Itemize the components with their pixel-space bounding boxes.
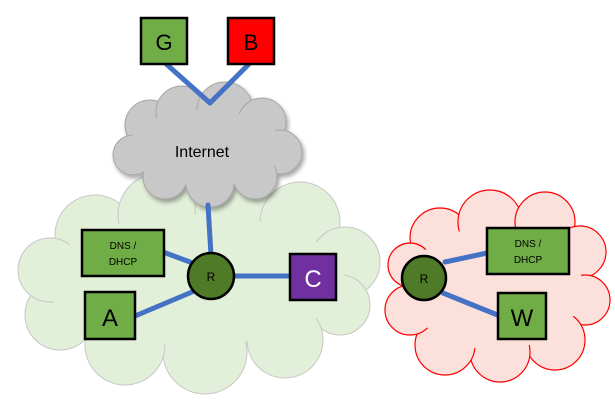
router-left[interactable]: R bbox=[186, 251, 236, 301]
node-c-box bbox=[288, 252, 338, 302]
link-a-router bbox=[132, 289, 195, 319]
dns-left-box bbox=[80, 228, 166, 278]
node-g-box bbox=[139, 16, 189, 66]
dns-left-line2: DHCP bbox=[109, 257, 138, 268]
link-b-internet bbox=[207, 59, 254, 106]
link-dns-router-left bbox=[160, 249, 193, 265]
link-router-w bbox=[440, 290, 503, 319]
link-g-internet bbox=[161, 59, 213, 106]
node-g-label: G bbox=[155, 30, 172, 55]
dns-right-line1: DNS / bbox=[515, 239, 542, 250]
node-a-label: A bbox=[102, 305, 118, 332]
node-w[interactable]: W bbox=[496, 291, 548, 341]
router-right-circle bbox=[400, 254, 448, 302]
node-dns-dhcp-right[interactable]: DNS / DHCP bbox=[485, 226, 571, 276]
node-dns-dhcp-left[interactable]: DNS / DHCP bbox=[80, 228, 166, 278]
router-left-circle bbox=[186, 251, 236, 301]
node-c[interactable]: C bbox=[288, 252, 338, 302]
node-a[interactable]: A bbox=[83, 290, 137, 341]
dns-left-line1: DNS / bbox=[110, 241, 137, 252]
router-right-label: R bbox=[420, 272, 429, 286]
dns-right-box bbox=[485, 226, 571, 276]
node-w-label: W bbox=[511, 305, 534, 332]
node-b-box bbox=[226, 16, 276, 66]
node-a-box bbox=[83, 290, 137, 341]
internet-cloud bbox=[112, 81, 303, 208]
internet-label: Internet bbox=[175, 144, 230, 161]
node-c-label: C bbox=[304, 266, 321, 293]
dns-right-line2: DHCP bbox=[514, 255, 543, 266]
node-g[interactable]: G bbox=[139, 16, 189, 66]
router-left-label: R bbox=[207, 270, 216, 284]
router-right[interactable]: R bbox=[400, 254, 448, 302]
link-router-dns-right bbox=[442, 250, 490, 265]
links bbox=[132, 59, 503, 319]
node-b-label: B bbox=[244, 30, 259, 55]
node-b[interactable]: B bbox=[226, 16, 276, 66]
node-w-box bbox=[496, 291, 548, 341]
link-internet-router bbox=[205, 202, 214, 258]
